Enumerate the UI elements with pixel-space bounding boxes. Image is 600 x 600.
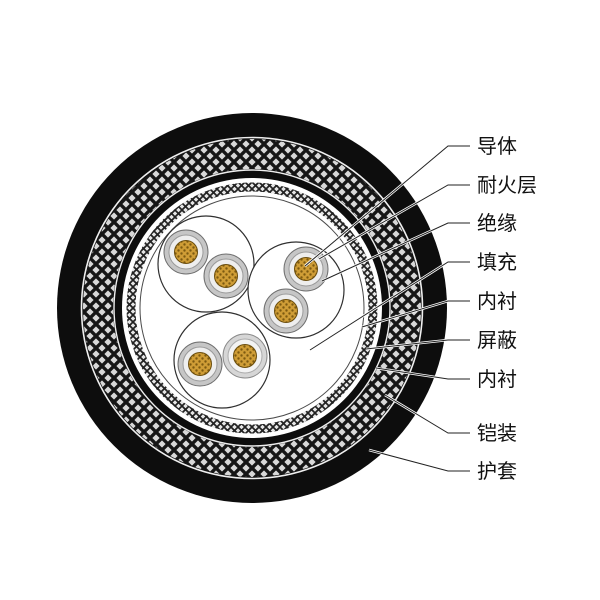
conductor-core xyxy=(233,344,257,368)
conductor-core xyxy=(274,299,298,323)
insulated-conductor xyxy=(177,341,223,387)
conductor-pair-c xyxy=(173,311,271,409)
cable-body xyxy=(57,113,447,503)
callout-armor: 铠装 xyxy=(384,393,517,445)
armor-layer xyxy=(83,139,421,477)
label-sheath: 护套 xyxy=(477,460,517,483)
callouts: 导体 耐火层 绝缘 填充 内衬 xyxy=(304,135,537,483)
leader-line-conductor xyxy=(304,145,470,267)
conductor-core xyxy=(214,264,238,288)
shield-layer xyxy=(126,182,378,434)
conductor-pair-a xyxy=(157,215,255,313)
label-conductor: 导体 xyxy=(477,135,517,158)
callout-shield: 屏蔽 xyxy=(365,329,517,352)
label-filler: 填充 xyxy=(477,251,517,274)
callout-sheath: 护套 xyxy=(368,448,517,483)
leader-line-inner-liner-2 xyxy=(375,367,470,380)
leader-line-insulation xyxy=(321,222,470,282)
insulated-conductor xyxy=(203,253,249,299)
armor-liner-separator xyxy=(113,169,391,447)
insulated-conductor xyxy=(283,246,329,292)
label-shield: 屏蔽 xyxy=(477,329,517,352)
conductor-core xyxy=(294,257,318,281)
label-armor: 铠装 xyxy=(477,422,517,445)
callout-filler: 填充 xyxy=(309,251,517,352)
label-fire-resistant-layer: 耐火层 xyxy=(477,174,537,197)
leader-line-inner-liner-1 xyxy=(361,300,470,328)
insulated-conductor xyxy=(222,333,268,379)
leader-line-armor xyxy=(384,394,470,434)
leader-line-sheath xyxy=(368,449,470,472)
label-inner-liner-2: 内衬 xyxy=(477,368,517,391)
callout-insulation: 绝缘 xyxy=(321,212,517,283)
callout-fire-resistant-layer: 耐火层 xyxy=(318,174,537,261)
conductor-pair-b xyxy=(247,241,345,339)
insulated-conductor xyxy=(163,229,209,275)
leader-line-fire-layer xyxy=(318,184,470,260)
label-insulation: 绝缘 xyxy=(477,212,517,235)
insulated-conductor xyxy=(263,288,309,334)
callout-inner-liner-2: 内衬 xyxy=(375,366,517,391)
conductor-core xyxy=(174,240,198,264)
callout-inner-liner-1: 内衬 xyxy=(361,290,517,329)
callout-conductor: 导体 xyxy=(304,135,517,267)
label-inner-liner-1: 内衬 xyxy=(477,290,517,313)
leader-halo xyxy=(368,448,470,473)
leader-line-filler xyxy=(309,261,470,351)
conductor-core xyxy=(188,352,212,376)
leader-line-shield xyxy=(365,339,470,350)
